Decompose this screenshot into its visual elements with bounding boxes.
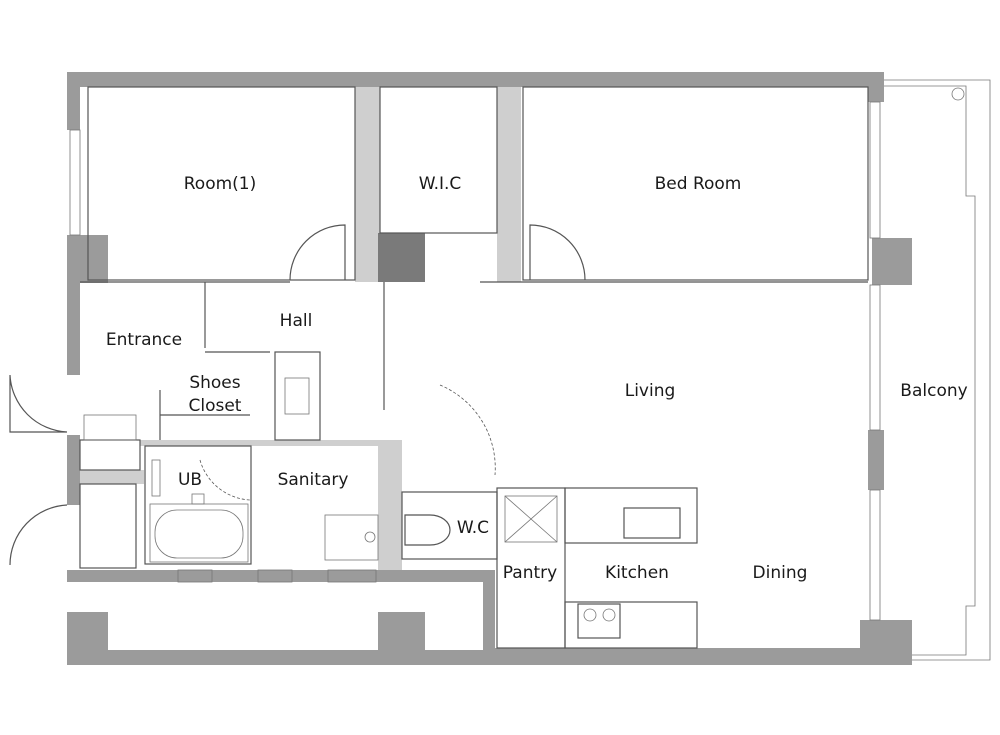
bedroom-label: Bed Room <box>655 174 742 194</box>
bedroom-door <box>529 224 586 281</box>
entrance-door <box>9 374 68 433</box>
sanitary-label: Sanitary <box>278 470 349 490</box>
balcony-label: Balcony <box>900 381 967 401</box>
windows <box>69 101 881 621</box>
pantry-label: Pantry <box>503 563 557 583</box>
shoes-closet-label-2: Closet <box>189 396 242 416</box>
entrance-label: Entrance <box>106 330 182 350</box>
washing-machine-pan <box>324 514 379 561</box>
wc-label: W.C <box>457 518 489 538</box>
fixtures <box>83 377 681 639</box>
kitchen-sink <box>623 507 681 539</box>
wic-label: W.I.C <box>419 174 462 194</box>
shoes-closet-label-1: Shoes <box>189 373 240 393</box>
living-sliding-door <box>439 384 496 476</box>
stove <box>577 603 621 639</box>
interior-walls <box>79 86 869 649</box>
bath-faucet <box>151 459 161 497</box>
kitchen-label: Kitchen <box>605 563 669 583</box>
ub-door <box>199 459 251 501</box>
room1-label: Room(1) <box>184 174 257 194</box>
balcony-railing <box>884 79 991 661</box>
washbasin <box>284 377 310 415</box>
dining-label: Dining <box>753 563 808 583</box>
hall-label: Hall <box>280 311 313 331</box>
ub-label: UB <box>178 470 202 490</box>
pantry-shelf <box>504 495 558 543</box>
doors <box>9 224 586 566</box>
living-label: Living <box>625 381 676 401</box>
room1-door <box>289 224 346 281</box>
bathtub-basin <box>154 509 244 559</box>
bathtub <box>149 503 249 563</box>
service-door <box>9 504 68 566</box>
entrance-cabinet <box>83 414 137 441</box>
toilet <box>404 514 451 546</box>
